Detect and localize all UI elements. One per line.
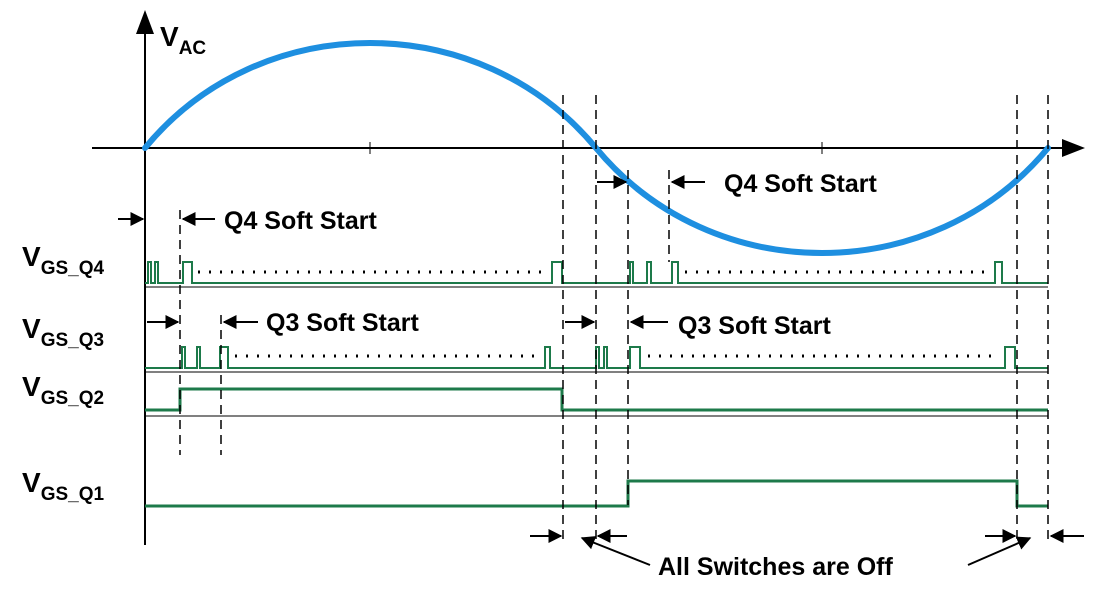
- q3-soft-start-label: Q3 Soft Start: [266, 309, 419, 337]
- all-switches-off-label: All Switches are Off: [658, 553, 893, 581]
- signal-labels: VAC VGS_Q4 VGS_Q3 VGS_Q2 VGS_Q1: [22, 21, 206, 505]
- leader-line: [967, 536, 1032, 566]
- q3-soft-start-label-2: Q3 Soft Start: [678, 312, 831, 340]
- annotations: Q4 Soft Start Q3 Soft Start Q3 Soft Star…: [224, 170, 893, 581]
- axes: [92, 10, 1085, 545]
- interval-arrows: [118, 175, 1084, 566]
- vgs-q2-label: VGS_Q2: [22, 371, 104, 409]
- leader-line: [580, 536, 651, 566]
- dashed-markers: [179, 95, 1049, 545]
- x-axis-arrowhead: [1062, 139, 1085, 157]
- vgs-q3-label: VGS_Q3: [22, 313, 104, 351]
- vgs-q3-waveform: [145, 346, 1048, 369]
- q4-soft-start-label-2: Q4 Soft Start: [724, 170, 877, 198]
- y-axis-arrowhead: [136, 10, 154, 34]
- vac-label: VAC: [160, 21, 206, 59]
- vgs-q2-waveform: [145, 387, 1048, 412]
- vgs-q1-label: VGS_Q1: [22, 467, 104, 505]
- vgs-q1-waveform: [145, 479, 1048, 508]
- vgs-q4-label: VGS_Q4: [22, 241, 104, 279]
- q4-soft-start-label: Q4 Soft Start: [224, 207, 377, 235]
